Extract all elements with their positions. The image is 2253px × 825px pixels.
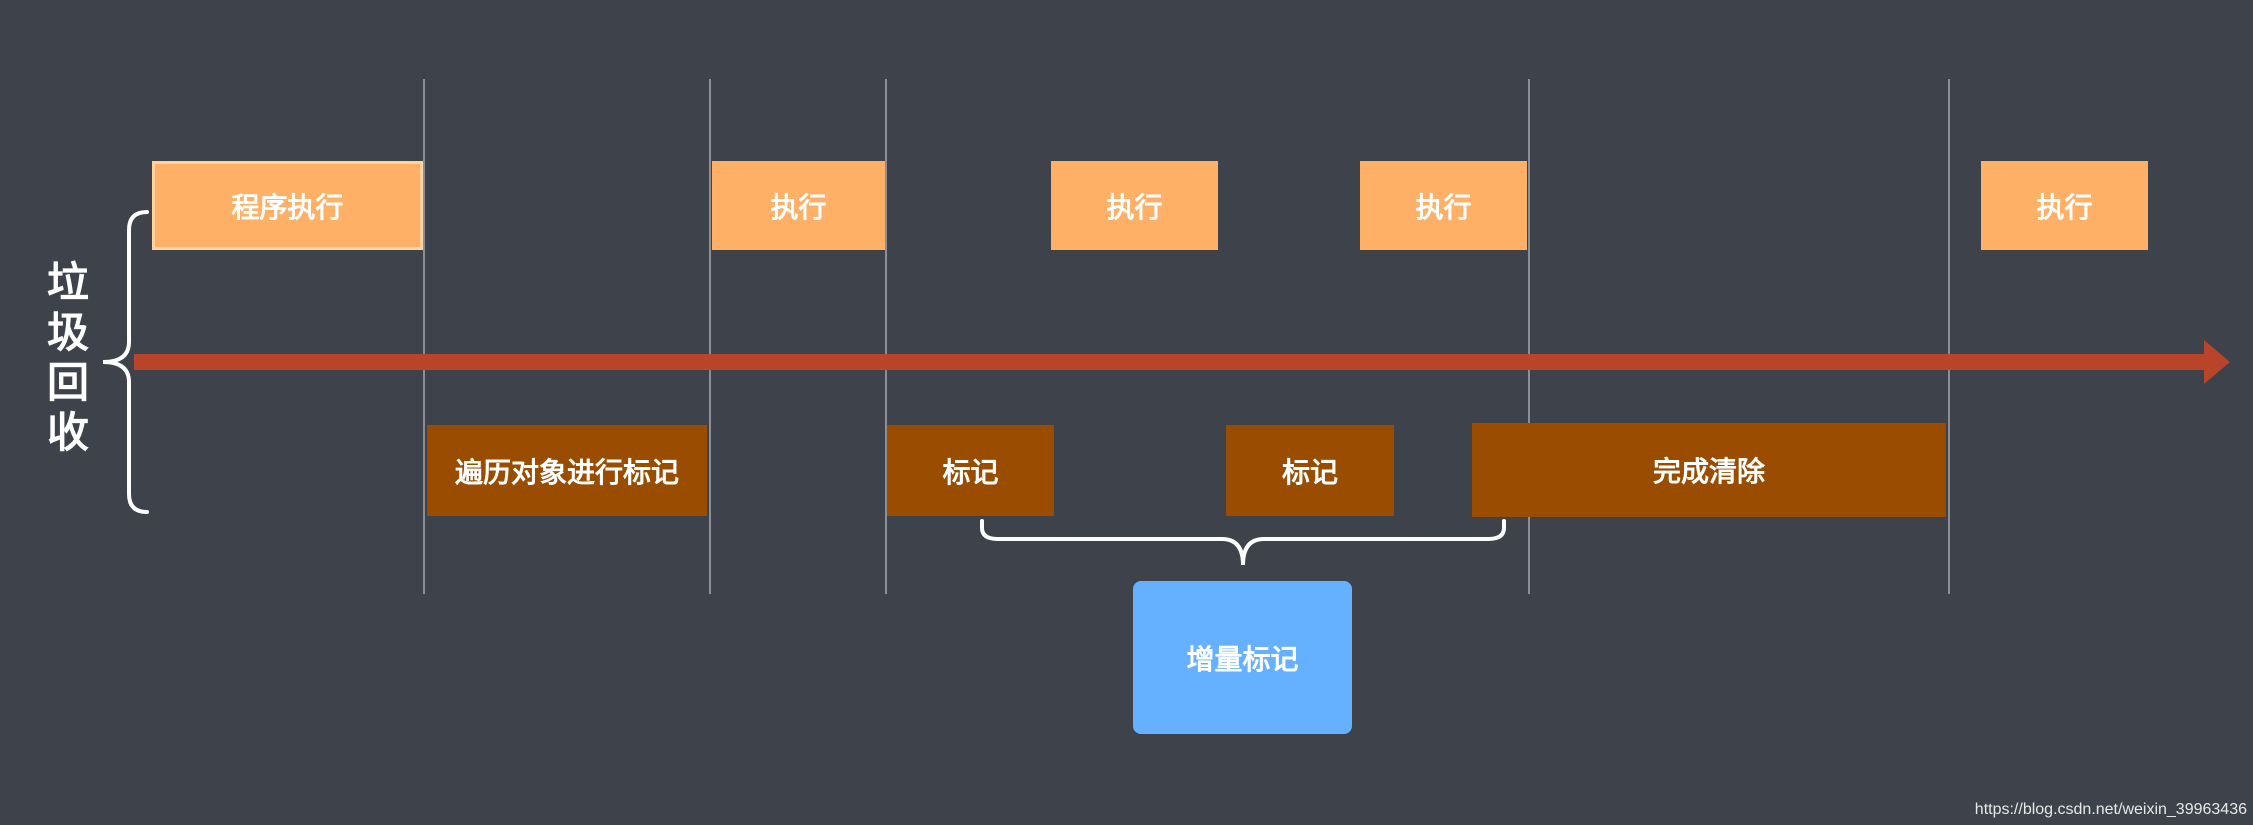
mark-block: 标记 [887, 425, 1054, 516]
divider-line [709, 79, 711, 594]
timeline-bar [134, 354, 2206, 370]
side-label: 垃圾回收 [46, 258, 89, 457]
divider-line [885, 79, 887, 594]
mark-block: 遍历对象进行标记 [427, 425, 707, 516]
execute-block: 执行 [1051, 161, 1218, 250]
side-brace [102, 210, 149, 514]
divider-line [1528, 79, 1530, 594]
divider-line [1948, 79, 1950, 594]
execute-block: 执行 [712, 161, 885, 250]
watermark: https://blog.csdn.net/weixin_39963436 [1974, 801, 2247, 818]
divider-line [423, 79, 425, 594]
execute-block: 执行 [1360, 161, 1527, 250]
execute-block: 执行 [1981, 161, 2148, 250]
mark-block: 标记 [1226, 425, 1394, 516]
timeline-arrowhead [2204, 340, 2230, 384]
incremental-mark-box: 增量标记 [1133, 581, 1352, 734]
incremental-brace [980, 519, 1506, 566]
execute-block: 程序执行 [152, 161, 423, 250]
mark-block: 完成清除 [1472, 423, 1946, 517]
